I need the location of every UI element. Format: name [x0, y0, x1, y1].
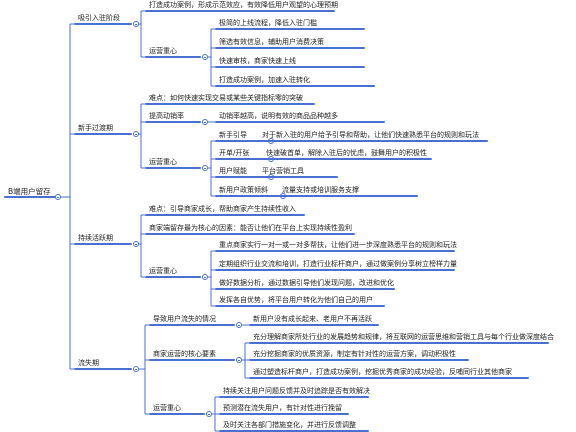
branch-3-item-3-child-2: 定期组织行业交流和培训，打造行业标杆商户，通过做案例分享树立榜样力量: [219, 260, 457, 268]
branch-2-item-3-collapse-icon[interactable]: [202, 165, 208, 171]
branch-3-item-3-child-4: 发挥各自优势，将平台用户转化为他们自己的用户: [219, 296, 373, 304]
branch-4-item-3-child-3-underline: [219, 430, 369, 432]
branch-1-item-2-child-4-underline: [215, 85, 375, 87]
branch-2-collapse-icon[interactable]: [133, 131, 139, 137]
branch-3-item-3-collapse-icon[interactable]: [202, 274, 208, 280]
branch-2-item-3-child-4-underline: [215, 195, 279, 197]
branch-3-item-2: 商家端留存最为核心的因素：能否让他们在平台上实现持续性盈利: [149, 224, 352, 232]
branch-2-item-2-collapse-icon[interactable]: [202, 119, 208, 125]
branch-4-underline: [74, 368, 132, 370]
branch-4: 流失期: [78, 359, 99, 367]
branch-2-item-3-child-4-detail: 流量支持或培训服务支撑: [282, 186, 359, 194]
branch-4-item-3-underline: [149, 413, 205, 415]
branch-3-collapse-icon[interactable]: [133, 241, 139, 247]
branch-3-item-3: 运营重心: [149, 267, 177, 275]
branch-2-item-2-underline: [145, 121, 201, 123]
branch-4-item-3-child-1: 持续关注用户问题反馈并及时追踪是否有效解决: [223, 387, 370, 395]
branch-4-item-1-child-1: 新用户没有成长起来、老用户不再活跃: [253, 315, 372, 323]
branch-1-item-2-child-1-underline: [215, 28, 365, 30]
branch-4-item-2-child-1: 充分理解商家所处行业的发展趋势和规律，将互联网的运营思维和营销工具与每个行业做深…: [253, 333, 554, 341]
branch-2-item-3-child-2-detail-underline: [262, 158, 432, 160]
branch-3: 持续活跃期: [78, 234, 113, 242]
root-collapse-icon[interactable]: [55, 194, 61, 200]
branch-4-collapse-icon[interactable]: [133, 366, 139, 372]
branch-4-item-3-collapse-icon[interactable]: [206, 411, 212, 417]
branch-4-item-1-child-1-underline: [249, 324, 379, 326]
branch-3-item-1: 难点：引导商家成长，帮助商家产生持续性收入: [149, 205, 296, 213]
branch-2-item-3-child-1: 新手引导: [219, 131, 247, 139]
branch-3-item-3-child-2-underline: [215, 269, 455, 271]
branch-1-item-2-child-2: 筛选有效信息，辅助用户消费决策: [219, 38, 324, 46]
branch-2-item-2: 提高动销率: [149, 112, 184, 120]
branch-3-underline: [74, 243, 132, 245]
branch-2-item-3-child-1-detail: 对于新入驻的用户给予引导和帮助，让他们快速熟悉平台的规则和玩法: [262, 131, 479, 139]
branch-1-item-2-child-2-underline: [215, 47, 365, 49]
branch-2-item-3: 运营重心: [149, 158, 177, 166]
branch-3-item-3-child-1-underline: [215, 250, 455, 252]
branch-4-item-2-collapse-icon[interactable]: [236, 357, 242, 363]
branch-1-item-2: 运营重心: [149, 47, 177, 55]
branch-3-item-3-child-4-underline: [215, 305, 385, 307]
branch-4-item-2-child-3-underline: [249, 377, 529, 379]
branch-3-item-1-underline: [145, 214, 305, 216]
branch-2-item-3-underline: [145, 167, 201, 169]
branch-4-item-3-child-2-underline: [219, 413, 349, 415]
branch-1-item-2-child-3: 快速审核，商家快速上线: [219, 57, 296, 65]
root-node: B端用户留存: [8, 187, 51, 196]
branch-4-item-1-underline: [149, 324, 235, 326]
branch-1-item-2-child-1: 极简的上线流程，降低入驻门槛: [219, 19, 317, 27]
branch-4-item-3: 运营重心: [153, 404, 181, 412]
branch-1-item-2-collapse-icon[interactable]: [202, 54, 208, 60]
branch-2-item-3-child-2-detail: 快速破首单，解除入驻后的忧虑，鼓舞用户的积极性: [266, 149, 427, 157]
branch-3-item-3-child-1: 重点商家实行一对一或一对多帮扶，让他们进一步深度熟悉平台的规则和玩法: [219, 241, 457, 249]
branch-2-item-3-child-2-underline: [215, 158, 267, 160]
branch-1-underline: [74, 23, 132, 25]
branch-3-item-3-child-3: 做好数据分析，通过数据引导他们发现问题，改进和优化: [219, 279, 394, 287]
branch-4-item-2-child-1-underline: [249, 342, 549, 344]
branch-4-item-2-underline: [149, 359, 235, 361]
branch-2-item-3-child-3-detail-underline: [258, 176, 338, 178]
branch-2-item-2-child-1: 动销率越高，说明有效的商品品种越多: [219, 112, 338, 120]
branch-2: 新手过渡期: [78, 124, 113, 132]
branch-2-item-3-child-1-detail-underline: [258, 140, 488, 142]
branch-1-item-1: 打造成功案例，形成示范效应，有效降低用户观望的心理预期: [149, 1, 338, 9]
branch-2-item-1: 难点：如何快速实现交易或某些关键指标零的突破: [149, 94, 303, 102]
branch-4-item-1: 导致用户流失的情况: [153, 315, 216, 323]
branch-3-item-2-underline: [145, 233, 355, 235]
branch-2-underline: [74, 133, 132, 135]
branch-4-item-2: 商家运营的核心要素: [153, 350, 216, 358]
branch-4-item-3-child-2: 预测潜在流失用户，有针对性进行挽留: [223, 404, 342, 412]
branch-1-item-2-child-3-underline: [215, 66, 365, 68]
branch-1: 吸引入驻阶段: [78, 14, 120, 22]
branch-2-item-3-child-2: 开单/开张: [219, 149, 250, 157]
branch-4-item-3-child-1-underline: [219, 396, 369, 398]
branch-1-item-1-underline: [145, 10, 335, 12]
branch-2-item-3-child-1-underline: [215, 140, 267, 142]
branch-4-item-1-collapse-icon[interactable]: [236, 322, 242, 328]
branch-2-item-3-child-3-detail: 平台营销工具: [262, 167, 304, 175]
branch-4-item-3-child-3: 及时关注各部门措施变化，并进行反馈调整: [223, 421, 356, 429]
branch-1-collapse-icon[interactable]: [133, 21, 139, 27]
branch-4-item-2-child-2-underline: [249, 359, 469, 361]
branch-2-item-3-child-3-underline: [215, 176, 267, 178]
root-node-underline: [4, 196, 60, 198]
branch-2-item-1-underline: [145, 103, 315, 105]
branch-4-item-2-child-2: 充分挖掘商家的优质资源，制定有针对性的运营方案，调动积极性: [253, 350, 456, 358]
branch-2-item-3-child-4: 新用户政策倾斜: [219, 186, 268, 194]
branch-4-item-2-child-3: 通过塑造标杆商户，打造成功案例，挖掘优秀商家的成功经验，反哺同行业其他商家: [253, 368, 512, 376]
branch-3-item-3-child-3-underline: [215, 288, 395, 290]
branch-2-item-3-child-3: 用户赋能: [219, 167, 247, 175]
branch-1-item-2-underline: [145, 56, 201, 58]
branch-2-item-3-child-4-detail-underline: [278, 195, 418, 197]
branch-2-item-2-child-1-underline: [215, 121, 385, 123]
branch-1-item-2-child-4: 打造成功案例，加速入驻转化: [219, 76, 310, 84]
branch-3-item-3-underline: [145, 276, 201, 278]
